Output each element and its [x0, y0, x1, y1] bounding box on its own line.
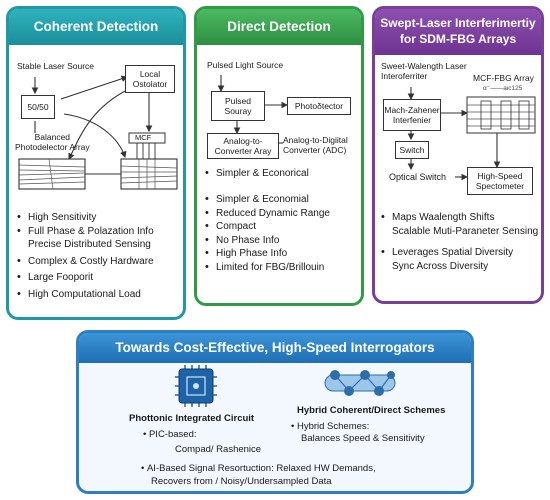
swept-bullets: Maps Waalength Shifts Scalable Muti-Para…: [381, 211, 538, 273]
direct-bullet: Simpler & Econorical: [205, 167, 309, 181]
switch-box: Switch: [395, 141, 429, 159]
swept-laser-title: Swept-Laser Interferimertiy for SDM-FBG …: [375, 9, 541, 55]
pulsed-source-box: Pulsed Souray: [211, 91, 265, 121]
adc-label-line1: Analog-to-Digiital: [283, 135, 348, 145]
direct-bullet: No Phase Info: [205, 234, 330, 248]
bottom-icons: [175, 365, 396, 407]
ai-bullet-line1: AI-Based Signal Resortuction: Relaxed HW…: [146, 463, 376, 474]
stable-laser-label: Stable Laser Source: [17, 61, 95, 71]
coherent-bullet: Complex & Costly Hardware: [17, 255, 154, 269]
direct-schematic: [217, 75, 289, 144]
swept-source-line2: Interoferriter: [381, 71, 428, 81]
swept-laser-title-line2: for SDM-FBG Arrays: [399, 32, 517, 46]
local-oscillator-box: Local Ostolator: [125, 65, 175, 93]
coherent-bullets: High Sensitivity Full Phase & Polazation…: [17, 211, 154, 302]
pic-sub: Compad/ Rashenice: [175, 444, 262, 455]
spectrometer-box: High-Speed Spectometer: [467, 167, 533, 195]
adc-box-line2: Converter Aray: [214, 146, 272, 156]
interrogators-title: Towards Cost-Effective, High-Speed Inter…: [79, 333, 471, 363]
pic-label: Phottonic Integrated Circuit: [129, 413, 255, 424]
swept-source-label: Sweet-Walength Laser Interoferriter: [381, 61, 467, 81]
swept-laser-title-line1: Swept-Laser Interferimertiy: [380, 16, 536, 30]
mach-zehnder-box: Mach-Zahener Interfenier: [383, 99, 441, 131]
balanced-label: Balanced Photodelector Array: [15, 132, 90, 152]
direct-bullet: High Phase Info: [205, 247, 330, 261]
coherent-bullet: High Sensitivity: [17, 211, 154, 225]
local-oscillator-line2: Ostolator: [132, 79, 168, 89]
mcf-label: MCF: [135, 133, 152, 142]
swept-source-line1: Sweet-Walength Laser: [381, 61, 467, 71]
swept-schematic: [407, 87, 536, 181]
direct-bullet: Compact: [205, 220, 330, 234]
ai-bullet: • AI-Based Signal Resortuction: Relaxed …: [141, 463, 376, 474]
direct-bullet: Reduced Dynamic Range: [205, 207, 330, 221]
direct-bullet: Simpler & Economial: [205, 193, 330, 207]
direct-detection-panel: Direct Detection Pulsed Light Source Pul…: [194, 6, 364, 306]
direct-bullet: Limited for FBG/Brillouin: [205, 261, 330, 275]
mcf-fbg-label: MCF-FBG Array: [473, 73, 534, 83]
adc-box: Analog-to- Converter Aray: [207, 133, 279, 159]
direct-bullets: Simpler & Economial Reduced Dynamic Rang…: [205, 193, 330, 275]
mcf-fbg-sublabel: α⁻——aιc125: [483, 85, 523, 92]
mach-zehnder-line2: Interfenier: [392, 115, 432, 125]
coherent-bullet: High Computational Load: [17, 288, 154, 302]
coherent-schematic: [18, 75, 178, 190]
interrogators-panel: Towards Cost-Effective, High-Speed Inter…: [76, 330, 474, 494]
ai-bullet-line2: Recovers from / Noisy/Undersampled Data: [151, 476, 332, 487]
splitter-box: 50/50: [21, 95, 55, 119]
local-oscillator-line1: Local: [139, 69, 161, 79]
pic-bullet: • PIC-based:: [143, 429, 197, 440]
balanced-line1: Balanced: [34, 132, 71, 142]
pulsed-source-line1: Pulsed: [225, 96, 251, 106]
pulsed-light-label: Pulsed Light Source: [207, 60, 284, 70]
coherent-detection-title: Coherent Detection: [9, 9, 183, 45]
photodetector-box: Photoδtector: [287, 97, 351, 115]
mach-zehnder-line1: Mach-Zahener: [384, 105, 440, 115]
hybrid-bullet-line1: Hybrid Schemes:: [296, 421, 370, 432]
spectrometer-line2: Spectometer: [475, 181, 525, 191]
swept-bullet: Maps Waalength Shifts Scalable Muti-Para…: [381, 211, 538, 238]
coherent-bullet: Full Phase & Polazation Info Precise Dis…: [17, 225, 154, 252]
adc-label-line2: Converter (ADC): [283, 145, 347, 155]
coherent-detection-panel: Coherent Detection: [6, 6, 186, 320]
spectrometer-line1: High-Speed: [477, 171, 523, 181]
coherent-bullet: Large Fooporit: [17, 271, 154, 285]
chip-icon: [175, 365, 217, 407]
hybrid-bullet-line2: Balances Speed & Sensitivity: [301, 433, 425, 444]
direct-bullet-top: Simpler & Econorical: [205, 167, 309, 181]
pulsed-source-line2: Souray: [224, 106, 252, 116]
hybrid-bullet: • Hybrid Schemes:: [291, 421, 370, 432]
hybrid-label: Hybrid Coherent/Direct Schemes: [297, 405, 446, 416]
adc-box-line1: Analog-to-: [223, 136, 263, 146]
adc-label: Analog-to-Digiital Converter (ADC): [283, 135, 348, 155]
direct-detection-title: Direct Detection: [197, 9, 361, 45]
balanced-line2: Photodelector Array: [15, 142, 90, 152]
swept-laser-panel: Swept-Laser Interferimertiy for SDM-FBG …: [372, 6, 544, 304]
swept-bullet: Leverages Spatial Diversity Sync Across …: [381, 246, 538, 273]
optical-switch-label: Optical Switch: [389, 172, 447, 182]
pic-bullet-text: PIC-based:: [148, 429, 197, 440]
hybrid-network-icon: [324, 370, 396, 396]
